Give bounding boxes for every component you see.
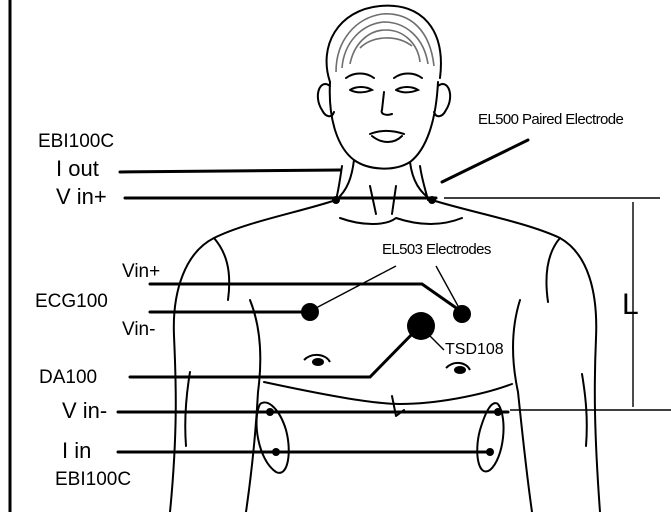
v-in-plus-label: V in+: [56, 186, 107, 208]
ecg-electrode-minus: [301, 303, 319, 321]
side-electrode-bottom-left: [272, 448, 280, 456]
side-electrode-top-right: [494, 408, 502, 416]
ebi100c-bottom-label: EBI100C: [55, 470, 131, 489]
ecg-electrode-plus: [453, 305, 471, 323]
i-out-label: I out: [56, 158, 99, 180]
el500-pointer: [442, 140, 528, 182]
el500-label: EL500 Paired Electrode: [478, 112, 623, 127]
tsd108-sensor: [407, 312, 435, 340]
v-in-minus-label: V in-: [62, 400, 107, 422]
face-features: [346, 74, 422, 143]
distance-l-label: L: [622, 290, 639, 320]
side-electrode-top-left: [266, 408, 274, 416]
el503-pointer-left: [316, 266, 396, 308]
i-out-lead: [120, 170, 340, 172]
side-electrode-bottom-right: [486, 448, 494, 456]
electrodes: [266, 196, 502, 456]
i-in-label: I in: [62, 440, 91, 462]
ebi100c-top-label: EBI100C: [38, 132, 114, 151]
hair-strands: [336, 14, 434, 72]
da100-label: DA100: [39, 368, 97, 387]
el503-label: EL503 Electrodes: [382, 242, 491, 257]
ecg100-label: ECG100: [35, 292, 108, 311]
neck-electrode-left: [332, 196, 340, 204]
ecg-vin-plus-label: Vin+: [122, 262, 160, 281]
ecg-vin-minus-label: Vin-: [122, 320, 155, 339]
tsd108-label: TSD108: [445, 342, 504, 358]
lead-lines: [118, 140, 528, 452]
neck-electrode-right: [428, 196, 436, 204]
